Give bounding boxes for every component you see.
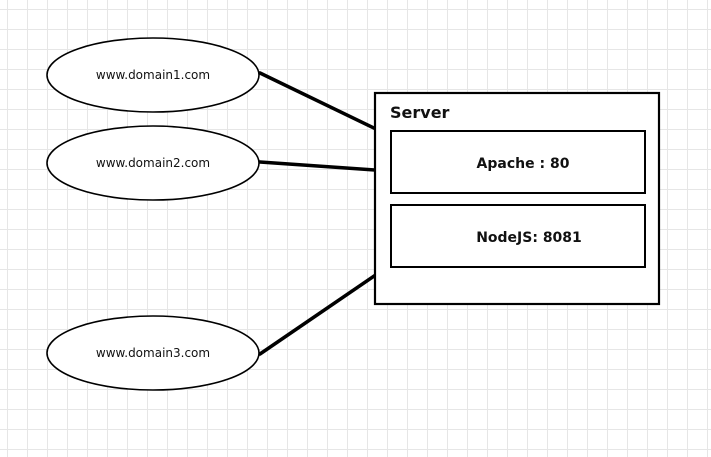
domain-node-1: www.domain1.com [46,37,260,113]
service-box [390,204,646,268]
service-label: Apache : 80 [477,156,570,172]
server-frame [373,91,661,306]
service-nodejs: NodeJS: 8081 [390,204,646,268]
domain-node-3: www.domain3.com [46,315,260,391]
service-apache: Apache : 80 [390,130,646,194]
service-box [390,130,646,194]
server-title: Server [390,103,450,122]
domain-label: www.domain2.com [96,156,210,170]
domain-ellipse [46,37,260,113]
domain-ellipse [46,125,260,201]
domain-label: www.domain1.com [96,68,210,82]
server-box: Server Apache : 80 NodeJS: 8081 [373,91,661,306]
domain-node-2: www.domain2.com [46,125,260,201]
domain-ellipse [46,315,260,391]
domain-label: www.domain3.com [96,346,210,360]
service-label: NodeJS: 8081 [476,230,582,246]
